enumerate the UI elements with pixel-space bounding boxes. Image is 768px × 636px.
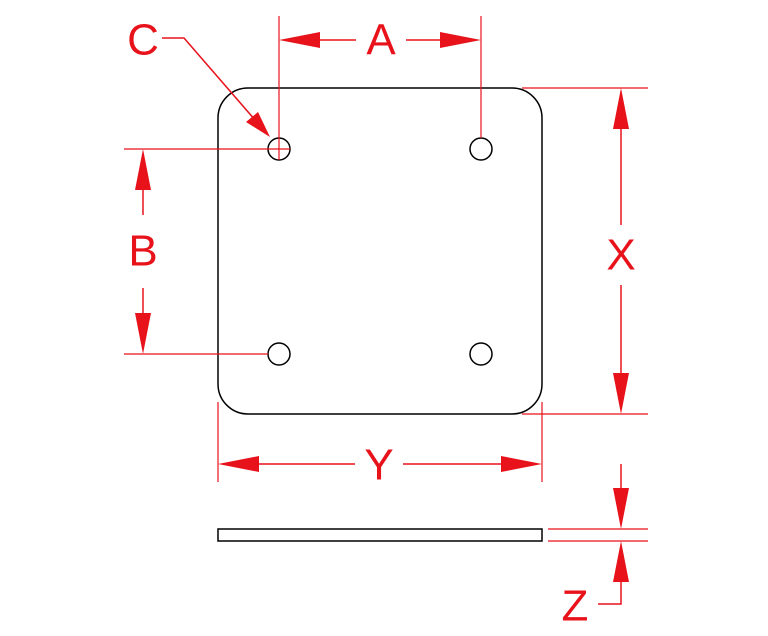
plate-top-view [217, 87, 543, 415]
dimension-b: B [124, 148, 290, 355]
hole-bottom-left [267, 342, 291, 366]
dimension-c-leader [162, 37, 263, 129]
dimension-x: X [522, 87, 648, 415]
dimension-x-label: X [606, 231, 635, 280]
dimension-b-label: B [128, 227, 157, 276]
dimension-z-label: Z [562, 582, 589, 631]
dimension-c: C [127, 16, 270, 137]
dimension-c-label: C [127, 16, 159, 65]
dimension-x-arrow-top [613, 88, 629, 129]
dimension-b-arrow-top [135, 149, 151, 190]
dimension-x-arrow-bottom [613, 373, 629, 414]
dimension-y: Y [217, 402, 543, 490]
hole-top-right [469, 137, 493, 161]
plate-outline [217, 87, 543, 415]
dimension-z-leader [598, 570, 622, 605]
dimension-b-arrow-bottom [135, 313, 151, 354]
dimension-z: Z [548, 464, 648, 631]
dimension-a-label: A [366, 16, 396, 65]
dimension-z-arrow-top [613, 488, 629, 529]
dimension-y-label: Y [364, 441, 393, 490]
dimension-c-arrow [246, 112, 270, 137]
dimension-a-arrow-left [279, 32, 320, 48]
plate-side-view [217, 528, 543, 542]
dimension-a: A [278, 16, 482, 160]
dimension-z-arrow-bottom [613, 541, 629, 582]
dimension-y-arrow-left [218, 456, 259, 472]
dimension-y-arrow-right [501, 456, 542, 472]
dimension-a-arrow-right [440, 32, 481, 48]
hole-bottom-right [469, 342, 493, 366]
